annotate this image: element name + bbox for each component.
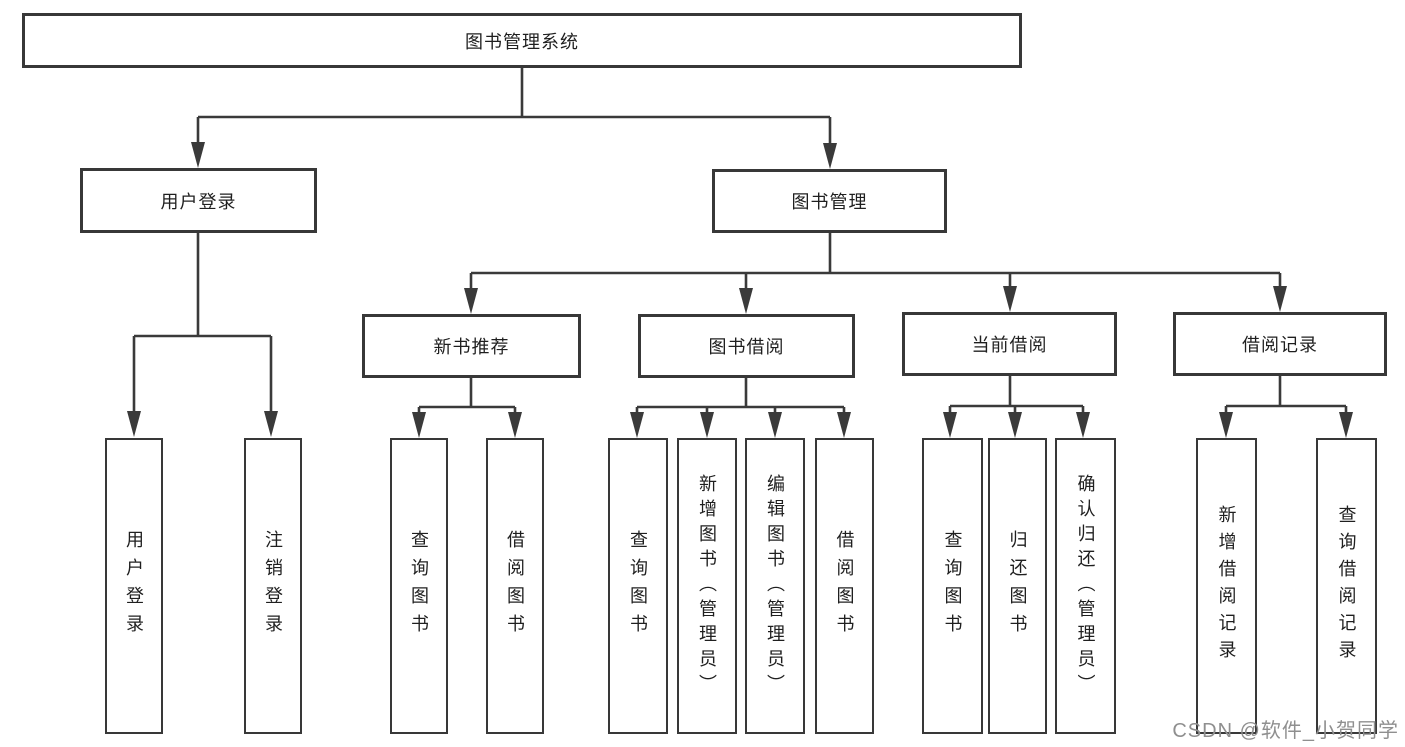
leaf-query-book-borrowing: 查询图书 (608, 438, 668, 734)
node-book-borrowing: 图书借阅 (638, 314, 855, 378)
leaf-query-book-current-label: 查询图书 (942, 530, 963, 642)
leaf-add-book-admin-label: 新增图书（管理员） (697, 473, 717, 699)
leaf-borrow-book-borrowing: 借阅图书 (815, 438, 874, 734)
node-new-book-recommend: 新书推荐 (362, 314, 581, 378)
node-book-management: 图书管理 (712, 169, 947, 233)
leaf-return-book-label: 归还图书 (1007, 530, 1028, 642)
leaf-logout-label: 注销登录 (263, 530, 283, 642)
leaf-confirm-return-admin-label: 确认归还（管理员） (1075, 473, 1096, 699)
leaf-return-book: 归还图书 (988, 438, 1047, 734)
leaf-borrow-book-recommend-label: 借阅图书 (505, 530, 525, 642)
leaf-query-book-current: 查询图书 (922, 438, 983, 734)
leaf-add-borrow-record: 新增借阅记录 (1196, 438, 1257, 734)
leaf-query-borrow-record: 查询借阅记录 (1316, 438, 1377, 734)
leaf-user-login: 用户登录 (105, 438, 163, 734)
leaf-query-book-borrowing-label: 查询图书 (628, 530, 648, 642)
leaf-query-book-recommend-label: 查询图书 (409, 530, 429, 642)
node-current-borrowing: 当前借阅 (902, 312, 1117, 376)
node-user-login: 用户登录 (80, 168, 317, 233)
node-root-system: 图书管理系统 (22, 13, 1022, 68)
leaf-borrow-book-borrowing-label: 借阅图书 (834, 530, 855, 642)
leaf-borrow-book-recommend: 借阅图书 (486, 438, 544, 734)
leaf-user-login-label: 用户登录 (124, 530, 144, 642)
leaf-query-book-recommend: 查询图书 (390, 438, 448, 734)
node-borrow-records: 借阅记录 (1173, 312, 1387, 376)
watermark: CSDN @软件_小贺同学 (1172, 720, 1399, 742)
leaf-add-borrow-record-label: 新增借阅记录 (1216, 505, 1237, 667)
leaf-edit-book-admin-label: 编辑图书（管理员） (765, 473, 785, 699)
leaf-add-book-admin: 新增图书（管理员） (677, 438, 737, 734)
leaf-confirm-return-admin: 确认归还（管理员） (1055, 438, 1116, 734)
leaf-query-borrow-record-label: 查询借阅记录 (1336, 505, 1357, 667)
leaf-logout: 注销登录 (244, 438, 302, 734)
leaf-edit-book-admin: 编辑图书（管理员） (745, 438, 805, 734)
